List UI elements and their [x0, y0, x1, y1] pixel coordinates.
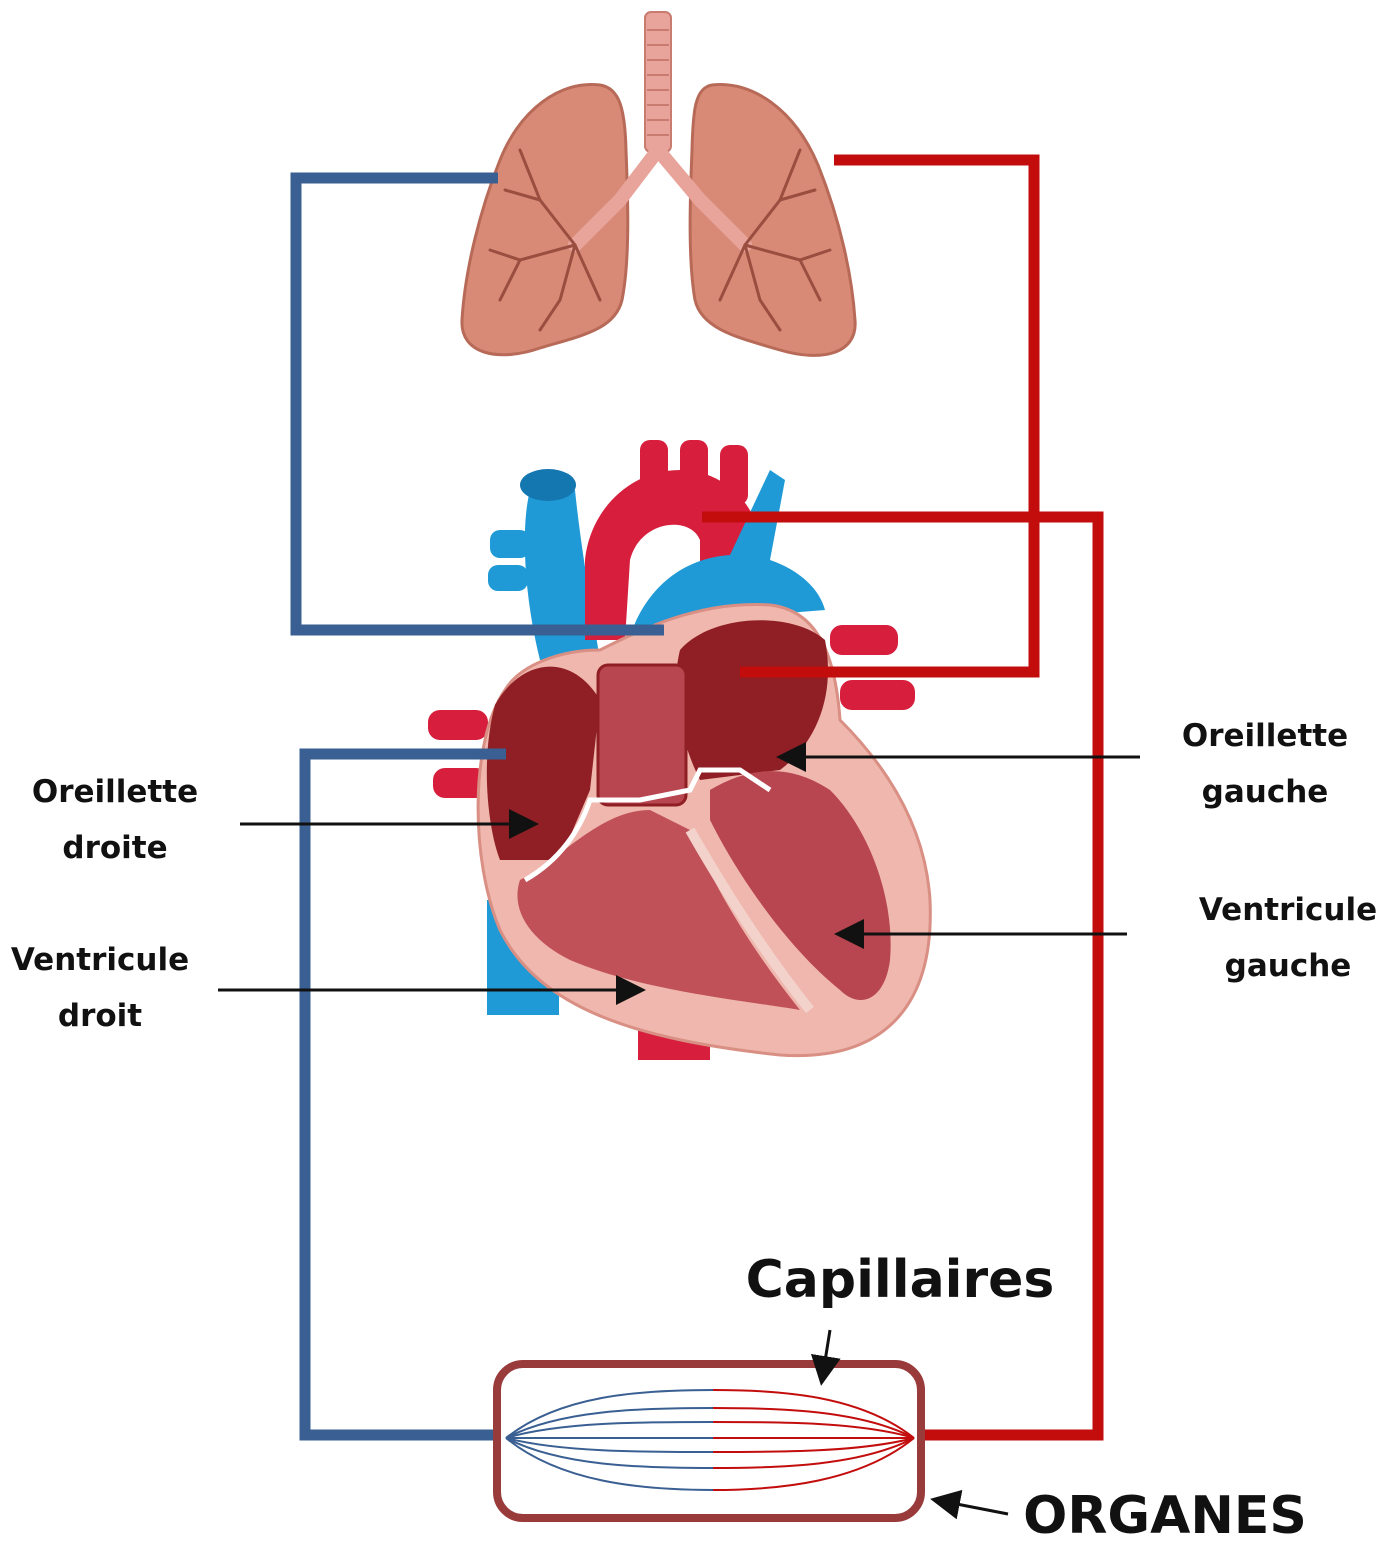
label-oreillette-gauche-line2: gauche — [1170, 764, 1360, 820]
systemic-circuit-deoxygenated — [305, 754, 506, 1435]
arrow-organes — [936, 1500, 1008, 1514]
label-capillaires-text: Capillaires — [735, 1248, 1065, 1312]
label-organes: ORGANES — [1020, 1484, 1310, 1548]
label-ventricule-gauche: Ventricule gauche — [1188, 882, 1388, 994]
label-ventricule-gauche-line1: Ventricule — [1188, 882, 1388, 938]
label-oreillette-droite-line2: droite — [20, 820, 210, 876]
label-oreillette-droite: Oreillette droite — [20, 764, 210, 876]
label-ventricule-droit-line1: Ventricule — [5, 932, 195, 988]
label-oreillette-droite-line1: Oreillette — [20, 764, 210, 820]
label-capillaires: Capillaires — [735, 1248, 1065, 1312]
organs-box — [497, 1364, 921, 1518]
label-oreillette-gauche-line1: Oreillette — [1170, 708, 1360, 764]
label-ventricule-droit: Ventricule droit — [5, 932, 195, 1044]
label-oreillette-gauche: Oreillette gauche — [1170, 708, 1360, 820]
label-ventricule-droit-line2: droit — [5, 988, 195, 1044]
lungs-illustration — [462, 12, 855, 355]
label-ventricule-gauche-line2: gauche — [1188, 938, 1388, 994]
label-organes-text: ORGANES — [1020, 1484, 1310, 1548]
